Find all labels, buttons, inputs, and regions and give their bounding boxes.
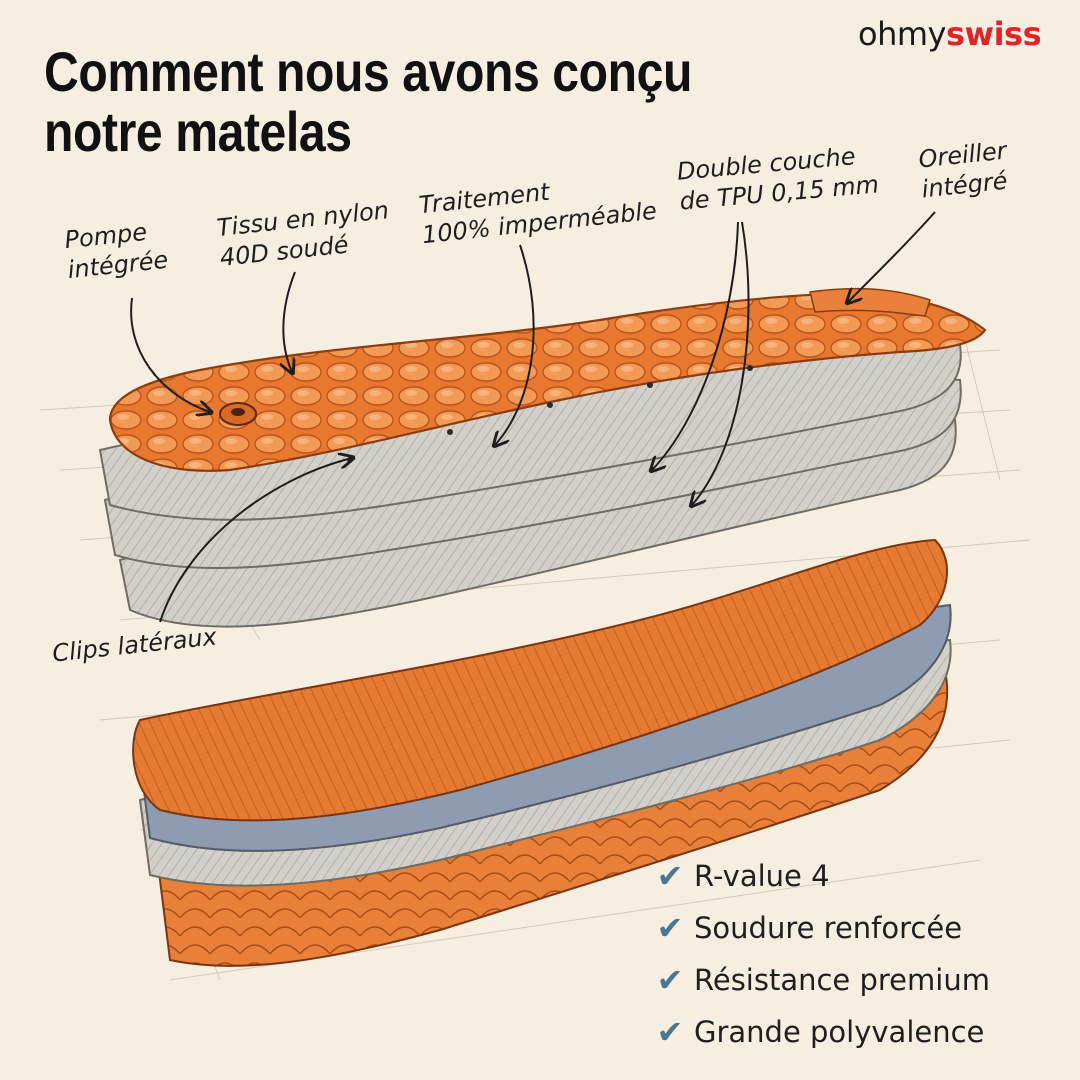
annotation-arrows <box>130 211 936 623</box>
annotation-pillow: Oreiller intégré <box>917 136 1011 205</box>
feature-label: Soudure renforcée <box>694 911 963 945</box>
feature-label: R-value 4 <box>694 859 830 893</box>
brand-logo-part2: swiss <box>945 15 1042 53</box>
tpu-arrow-1 <box>652 221 739 470</box>
feature-item: ✔ Résistance premium <box>652 954 990 1006</box>
feature-item: ✔ Grande polyvalence <box>652 1006 990 1058</box>
pump-arrow <box>130 297 210 412</box>
feature-item: ✔ R-value 4 <box>652 850 990 902</box>
features-list: ✔ R-value 4 ✔ Soudure renforcée ✔ Résist… <box>652 850 990 1058</box>
annotation-pump: Pompe intégrée <box>63 215 169 285</box>
check-icon: ✔ <box>656 909 684 947</box>
check-icon: ✔ <box>656 1013 684 1051</box>
feature-label: Grande polyvalence <box>694 1015 985 1049</box>
check-icon: ✔ <box>656 857 684 895</box>
feature-label: Résistance premium <box>694 963 990 997</box>
tpu-arrow-2 <box>692 221 750 505</box>
page-title-line1: Comment nous avons conçu <box>44 40 692 103</box>
lower-orange-layer <box>132 538 948 822</box>
feature-item: ✔ Soudure renforcée <box>652 902 990 954</box>
pillow-arrow <box>848 211 936 302</box>
treatment-arrow <box>495 244 535 445</box>
brand-logo: ohmyswiss <box>858 15 1042 53</box>
pump-valve-icon <box>219 402 257 426</box>
clips-arrow <box>159 458 352 623</box>
upper-orange-mattress <box>108 292 987 472</box>
check-icon: ✔ <box>656 961 684 999</box>
brand-logo-part1: ohmy <box>858 15 946 53</box>
page-title: Comment nous avons conçu notre matelas <box>44 42 715 162</box>
fabric-arrow <box>283 271 296 372</box>
page-title-line2: notre matelas <box>44 100 352 163</box>
